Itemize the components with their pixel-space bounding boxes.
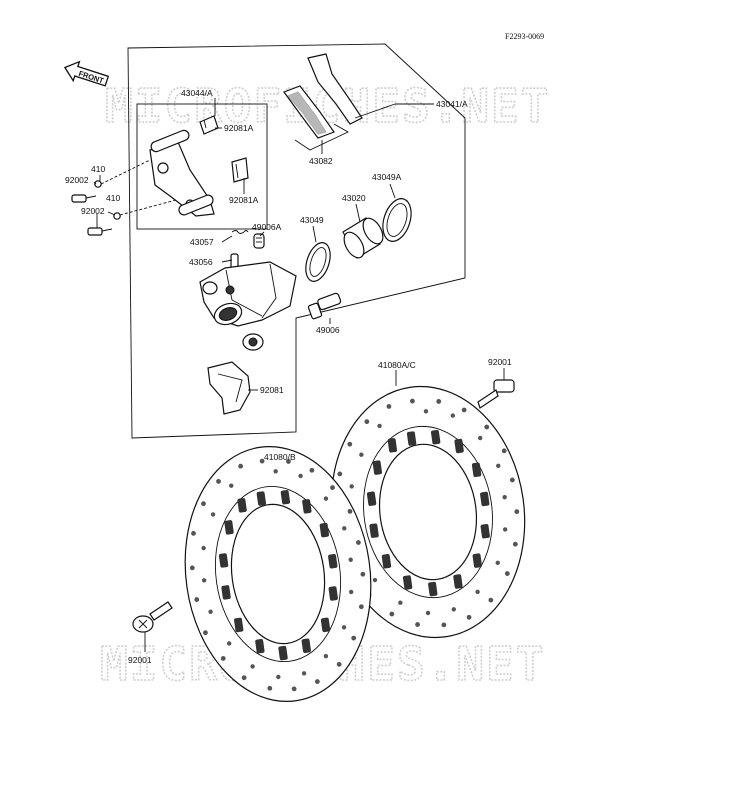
label-bracket-clip-upper: 92081A	[224, 123, 254, 133]
brake-disc-left	[184, 446, 372, 702]
banjo-bolt	[307, 292, 342, 320]
bracket-clip-lower	[231, 157, 249, 183]
caliper-bracket	[149, 129, 215, 217]
figure-code: F2293-0069	[505, 32, 544, 41]
label-disc-bolt-left: 92001	[128, 655, 152, 665]
washer-lower	[113, 212, 121, 220]
label-dust-seal: 43049	[300, 215, 324, 225]
label-bleed-valve: 43056	[189, 257, 213, 267]
caliper-body	[199, 261, 297, 351]
label-bolt-upper: 92002	[65, 175, 89, 185]
brake-pad-set	[283, 53, 363, 139]
label-bracket-clip-lower: 92081A	[229, 195, 259, 205]
label-pad-set: 43082	[309, 156, 333, 166]
label-spring: 43057	[190, 237, 214, 247]
bolt-upper	[71, 194, 97, 203]
pad-spring	[207, 361, 251, 415]
piston-seal	[382, 198, 412, 242]
bolt-lower	[87, 227, 113, 236]
label-banjo-bolt: 49006	[316, 325, 340, 335]
label-pad-spring: 92081	[260, 385, 284, 395]
label-piston-seal: 43049A	[372, 172, 402, 182]
caliper-assembly-outline	[127, 43, 466, 439]
label-bleed-cap: 49006A	[252, 222, 282, 232]
label-disc-right: 41080A/C	[378, 360, 416, 370]
label-bracket-assembly: 43044/A	[181, 88, 213, 98]
label-piston: 43020	[342, 193, 366, 203]
bleed-cap	[253, 233, 265, 249]
disc-bolt-right	[477, 379, 515, 409]
label-washer-lower: 410	[106, 193, 120, 203]
label-disc-bolt-right: 92001	[488, 357, 512, 367]
front-arrow-icon: FRONT	[63, 60, 110, 87]
leader-lines	[93, 98, 505, 652]
label-disc-left: 41080/B	[264, 452, 296, 462]
disc-bolt-left	[132, 601, 173, 633]
label-bolt-lower: 92002	[81, 206, 105, 216]
dust-seal	[305, 242, 331, 282]
label-caliper-assembly: 43041/A	[436, 99, 468, 109]
piston	[342, 217, 384, 259]
label-washer-upper: 410	[91, 164, 105, 174]
spring-icon	[231, 230, 249, 234]
